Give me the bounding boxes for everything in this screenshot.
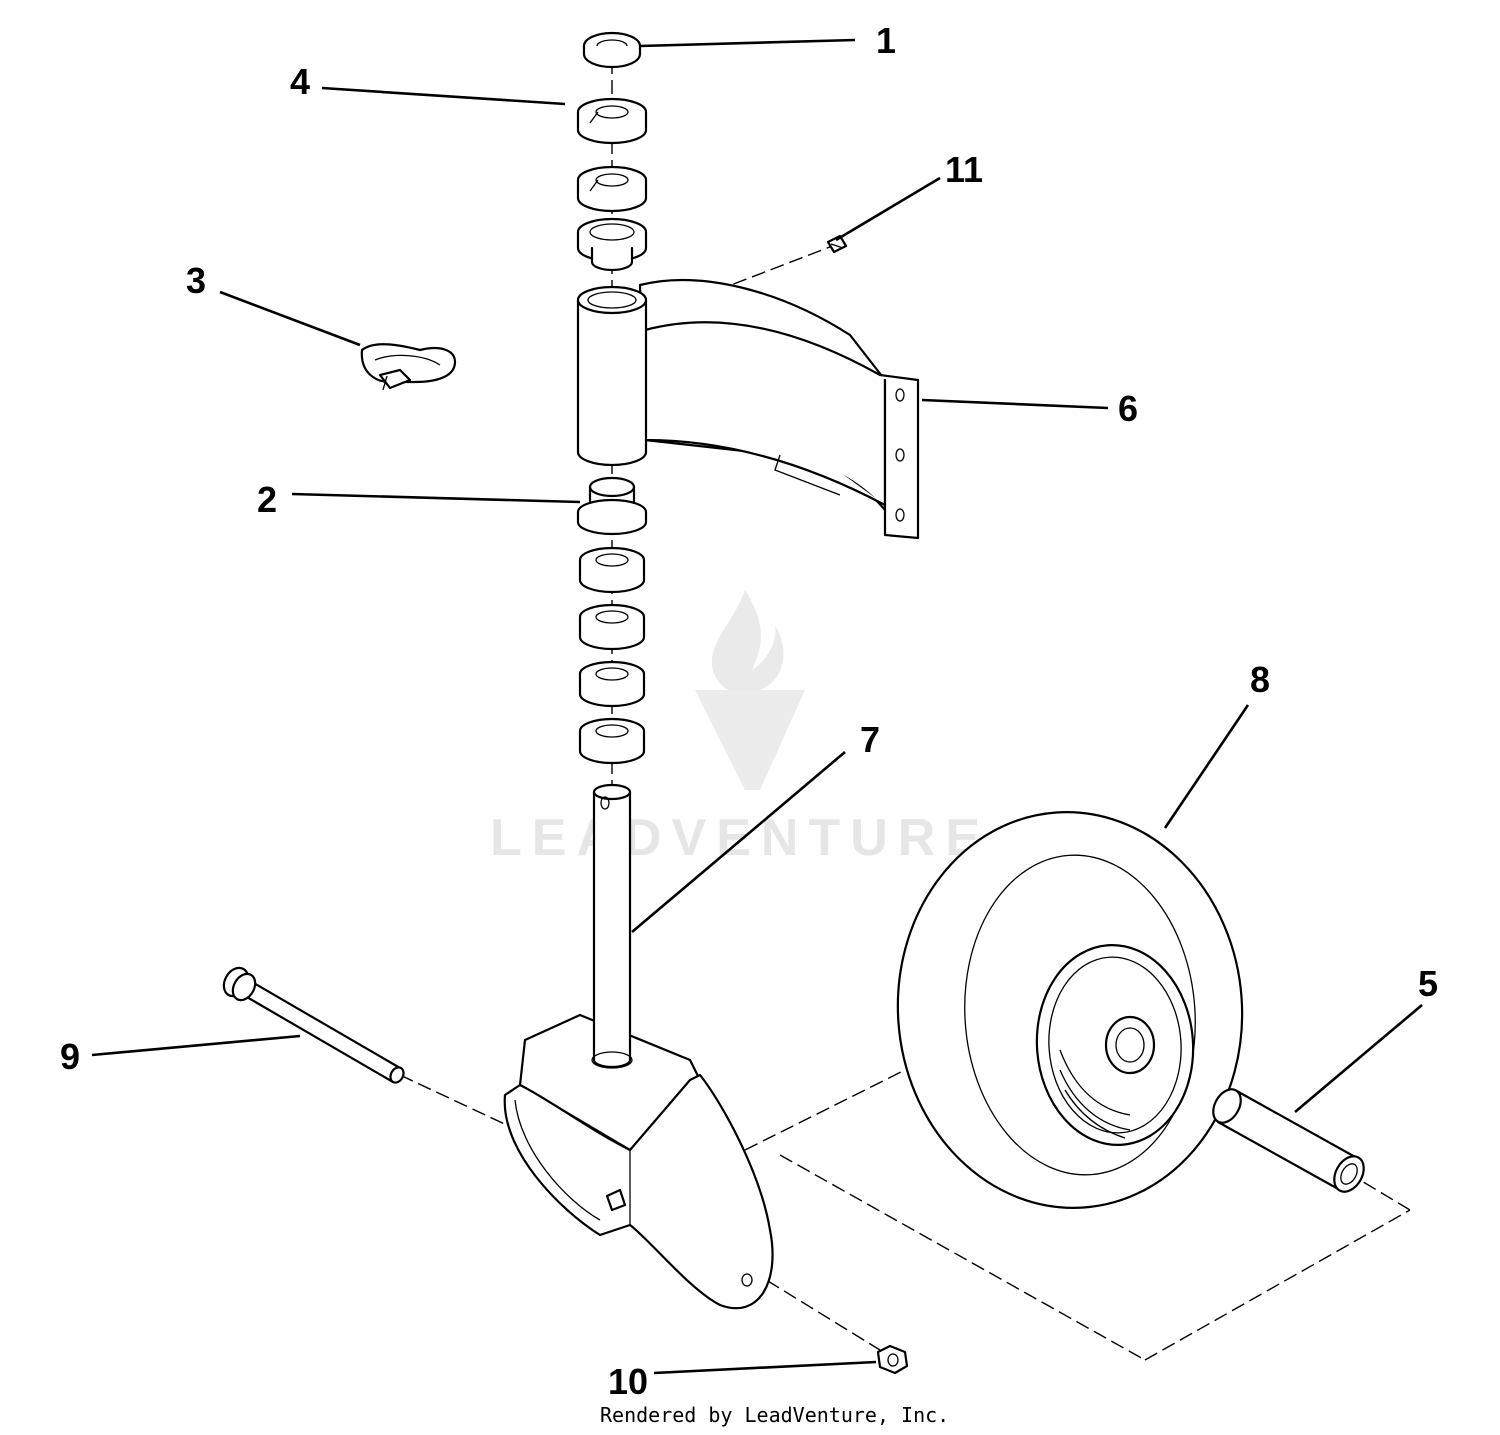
callout-8: 8 xyxy=(1250,659,1270,700)
watermark-text: LEADVENTURE xyxy=(490,809,990,867)
callout-2: 2 xyxy=(257,479,277,520)
part-spacers-lower xyxy=(578,546,646,765)
part-caster-yoke xyxy=(503,783,774,1310)
part-grease-fitting xyxy=(826,234,848,254)
part-spacers-upper xyxy=(576,97,648,213)
callout-4: 4 xyxy=(290,61,310,102)
part-bushing-lower xyxy=(576,476,648,536)
part-caster-bracket xyxy=(576,279,920,540)
part-washer-top xyxy=(582,31,642,69)
part-spacer-tube xyxy=(1212,1088,1365,1193)
callout-11: 11 xyxy=(945,149,983,190)
watermark-flame-icon xyxy=(711,590,784,694)
callout-7: 7 xyxy=(860,719,880,760)
callouts: 1 2 3 4 5 6 7 8 9 10 11 xyxy=(60,20,1438,1402)
part-wheel-tire xyxy=(896,811,1244,1209)
leader-lines xyxy=(91,38,1423,1375)
part-bushing-upper xyxy=(576,217,648,272)
callout-9: 9 xyxy=(60,1036,80,1077)
part-hairpin-clip xyxy=(360,343,457,391)
watermark: LEADVENTURE xyxy=(490,590,990,867)
callout-1: 1 xyxy=(876,20,896,61)
watermark-v-icon xyxy=(695,690,805,790)
callout-3: 3 xyxy=(186,260,206,301)
part-lock-nut xyxy=(876,1344,909,1375)
callout-10: 10 xyxy=(608,1361,648,1402)
footer-credit: Rendered by LeadVenture, Inc. xyxy=(600,1403,949,1427)
callout-6: 6 xyxy=(1118,388,1138,429)
callout-5: 5 xyxy=(1418,963,1438,1004)
part-axle-bolt xyxy=(222,966,405,1084)
